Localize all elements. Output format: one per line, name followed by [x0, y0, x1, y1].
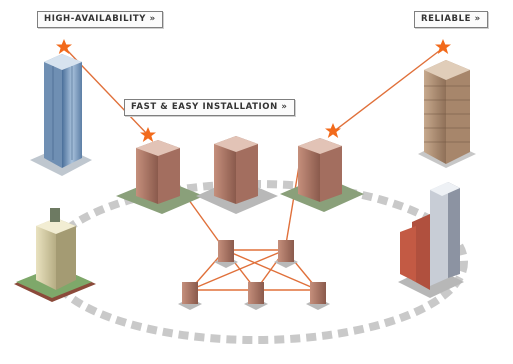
star-icon [140, 127, 156, 142]
star-icon [56, 39, 72, 54]
callout-reliable: RELIABLE » [414, 11, 488, 28]
callout-label: FAST & EASY INSTALLATION » [131, 102, 288, 112]
building-icon [196, 136, 278, 214]
building-icon [280, 138, 364, 212]
callout-fast-easy-installation: FAST & EASY INSTALLATION » [124, 99, 295, 116]
building-icon [30, 54, 92, 176]
callout-label: RELIABLE » [421, 14, 481, 24]
node-building-icon [214, 240, 238, 268]
node-building-icon [244, 282, 268, 310]
building-icon [398, 182, 464, 298]
building-icon [418, 60, 476, 168]
building-icon [14, 208, 96, 302]
node-building-icon [178, 282, 202, 310]
star-icon [325, 123, 341, 138]
node-building-icon [306, 282, 330, 310]
building-icon [116, 140, 204, 214]
star-icon [435, 39, 451, 54]
callout-high-availability: HIGH-AVAILABILITY » [37, 11, 163, 28]
node-building-icon [274, 240, 298, 268]
callout-label: HIGH-AVAILABILITY » [44, 14, 156, 24]
